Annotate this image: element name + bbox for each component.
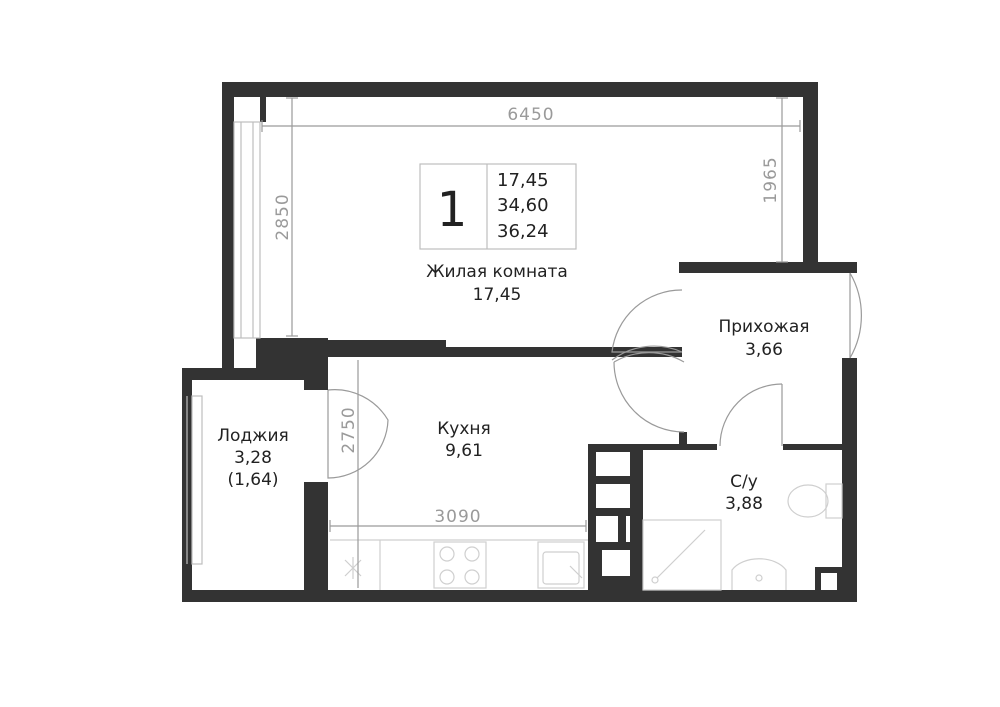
dim-living-depth: 2850 [273, 193, 293, 240]
washbasin-icon [731, 558, 787, 590]
walls [182, 82, 857, 602]
dim-living-width: 6450 [507, 105, 554, 125]
living-room-area: 17,45 [473, 285, 522, 305]
loggia-name: Лоджия [217, 426, 289, 446]
sink-icon [537, 541, 585, 589]
main-area-value: 34,60 [497, 195, 549, 216]
kitchen-fixtures [330, 539, 588, 590]
doors [327, 272, 862, 479]
bathroom-fixtures [642, 483, 843, 591]
toilet-icon [787, 483, 843, 519]
summary-box [419, 163, 577, 250]
bathroom-name: С/у [730, 472, 758, 492]
windows [186, 121, 261, 565]
dim-living-right-depth: 1965 [761, 156, 781, 203]
living-room-name: Жилая комната [426, 262, 568, 282]
dimension-lines [261, 97, 801, 588]
rooms-count: 1 [437, 182, 468, 238]
living-area-value: 17,45 [497, 170, 549, 191]
total-area-value: 36,24 [497, 221, 549, 242]
kitchen-name: Кухня [437, 419, 491, 439]
kitchen-area: 9,61 [445, 441, 483, 461]
dim-kitchen-width: 3090 [434, 507, 481, 527]
hallway-area: 3,66 [745, 340, 783, 360]
loggia-area-reduced: (1,64) [227, 470, 278, 490]
hallway-name: Прихожая [718, 317, 809, 337]
dim-kitchen-depth: 2750 [339, 406, 359, 453]
stove-icon [433, 541, 487, 589]
shower-icon [642, 519, 722, 591]
loggia-area: 3,28 [234, 448, 272, 468]
bathroom-area: 3,88 [725, 494, 763, 514]
